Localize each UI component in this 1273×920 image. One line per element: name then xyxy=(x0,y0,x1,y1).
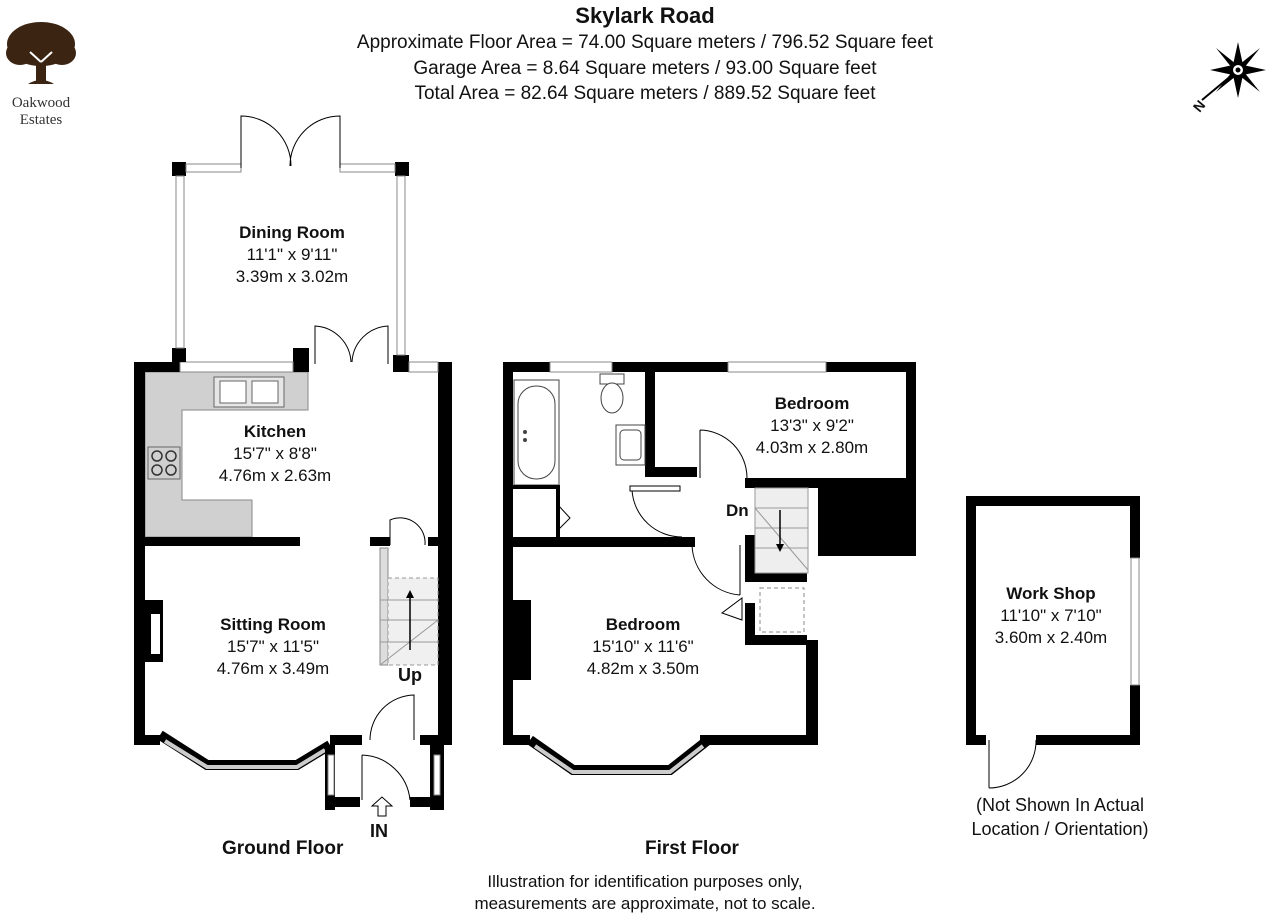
toilet-icon xyxy=(599,373,625,414)
plan-title: Skylark Road xyxy=(575,3,715,28)
room-imperial: 13'3" x 9'2" xyxy=(770,416,854,435)
room-metric: 4.82m x 3.50m xyxy=(586,659,700,678)
bay-window xyxy=(157,730,333,770)
room-kitchen: Kitchen 15'7" x 8'8" 4.76m x 2.63m xyxy=(190,421,360,487)
oak-tree-icon xyxy=(6,22,76,84)
room-name: Sitting Room xyxy=(220,615,326,634)
stairs-down xyxy=(754,487,809,574)
disclaimer-line-2: measurements are approximate, not to sca… xyxy=(474,894,816,913)
first-floor-plan xyxy=(503,361,916,775)
hob-icon xyxy=(147,446,181,480)
stairs-up-label: Up xyxy=(398,665,422,685)
room-imperial: 11'1" x 9'11" xyxy=(246,245,338,264)
room-metric: 3.39m x 3.02m xyxy=(235,267,349,286)
room-metric: 3.60m x 2.40m xyxy=(994,628,1108,647)
entrance-label: IN xyxy=(370,821,388,841)
bath-icon xyxy=(513,379,560,486)
compass-icon xyxy=(1201,42,1266,101)
workshop-note-line-1: (Not Shown In Actual xyxy=(975,795,1145,815)
room-name: Bedroom xyxy=(605,615,681,634)
basin-icon xyxy=(615,424,646,466)
logo-line-2: Estates xyxy=(19,112,63,128)
workshop-plan xyxy=(966,496,1140,789)
room-name: Dining Room xyxy=(239,223,345,242)
window xyxy=(179,361,294,373)
room-dining: Dining Room 11'1" x 9'11" 3.39m x 3.02m xyxy=(207,222,377,288)
room-bedroom-1: Bedroom 13'3" x 9'2" 4.03m x 2.80m xyxy=(727,393,897,459)
disclaimer: Illustration for identification purposes… xyxy=(420,871,870,915)
entrance-arrow-icon xyxy=(370,796,394,817)
workshop-note: (Not Shown In Actual Location / Orientat… xyxy=(950,793,1170,841)
room-sitting: Sitting Room 15'7" x 11'5" 4.76m x 3.49m xyxy=(188,614,358,680)
room-bedroom-2: Bedroom 15'10" x 11'6" 4.82m x 3.50m xyxy=(558,614,728,680)
room-metric: 4.76m x 3.49m xyxy=(216,659,330,678)
room-imperial: 15'7" x 8'8" xyxy=(233,444,317,463)
room-name: Kitchen xyxy=(243,422,307,441)
stairs-up xyxy=(379,547,439,666)
floor-area-text: Approximate Floor Area = 74.00 Square me… xyxy=(356,32,934,53)
room-metric: 4.76m x 2.63m xyxy=(218,466,332,485)
disclaimer-line-1: Illustration for identification purposes… xyxy=(487,872,803,891)
room-imperial: 15'10" x 11'6" xyxy=(592,637,694,656)
room-imperial: 15'7" x 11'5" xyxy=(227,637,319,656)
garage-area-text: Garage Area = 8.64 Square meters / 93.00… xyxy=(413,58,877,79)
room-name: Bedroom xyxy=(774,394,850,413)
room-name: Work Shop xyxy=(1006,584,1096,603)
first-floor-label: First Floor xyxy=(645,838,739,859)
stairs-down-label: Dn xyxy=(726,501,749,520)
ground-floor-plan xyxy=(134,115,452,817)
room-workshop: Work Shop 11'10" x 7'10" 3.60m x 2.40m xyxy=(976,583,1126,649)
room-metric: 4.03m x 2.80m xyxy=(755,438,869,457)
logo-line-1: Oakwood xyxy=(11,95,71,111)
agency-logo: Oakwood Estates xyxy=(0,18,82,129)
bay-window xyxy=(527,735,712,775)
room-imperial: 11'10" x 7'10" xyxy=(1000,606,1102,625)
ground-floor-label: Ground Floor xyxy=(222,838,344,859)
total-area-text: Total Area = 82.64 Square meters / 889.5… xyxy=(414,83,876,104)
workshop-note-line-2: Location / Orientation) xyxy=(971,819,1149,839)
